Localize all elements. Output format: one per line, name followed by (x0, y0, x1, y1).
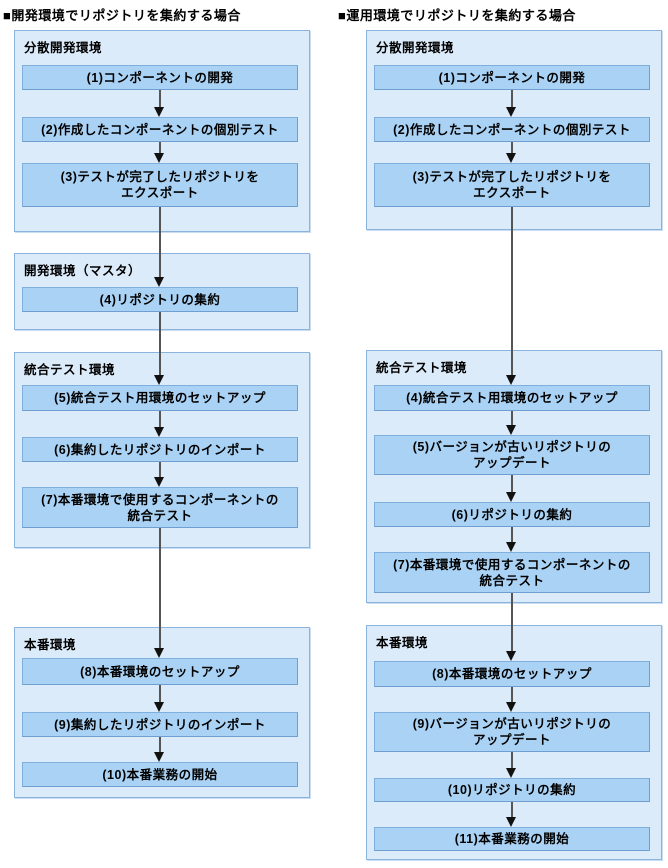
environment-section-label: 分散開発環境 (376, 41, 455, 55)
arrowhead-icon (153, 427, 164, 437)
column-title-dev-environment: ■開発環境でリポジトリを集約する場合 (3, 8, 241, 23)
step-box: (5)バージョンが古いリポジトリのアップデート (374, 435, 650, 475)
step-label: (1)コンポーネントの開発 (438, 70, 586, 85)
step-box: (9)集約したリポジトリのインポート (22, 712, 298, 737)
step-box: (10)本番業務の開始 (22, 762, 298, 787)
arrowhead-icon (153, 702, 164, 712)
step-box: (8)本番環境のセットアップ (374, 661, 650, 687)
step-box: (7)本番環境で使用するコンポーネントの統合テスト (374, 552, 650, 593)
arrow-connector (159, 90, 161, 109)
environment-section-label: 分散開発環境 (24, 41, 103, 55)
arrow-connector (159, 528, 161, 650)
step-label: (10)本番業務の開始 (102, 767, 218, 782)
arrowhead-icon (505, 425, 516, 435)
step-label: アップデート (472, 456, 551, 470)
step-box: (6)集約したリポジトリのインポート (22, 437, 298, 462)
step-box: (6)リポジトリの集約 (374, 502, 650, 527)
step-label: (7)本番環境で使用するコンポーネントの (393, 557, 631, 572)
arrowhead-icon (153, 277, 164, 287)
step-box: (9)バージョンが古いリポジトリのアップデート (374, 712, 650, 752)
arrowhead-icon (153, 375, 164, 385)
arrow-connector (511, 411, 513, 427)
arrow-connector (511, 142, 513, 155)
step-box: (2)作成したコンポーネントの個別テスト (22, 117, 298, 142)
environment-section-label: 本番環境 (24, 638, 77, 652)
column-title-ops-environment: ■運用環境でリポジトリを集約する場合 (338, 8, 576, 23)
step-label: エクスポート (121, 186, 199, 200)
step-label: (8)本番環境のセットアップ (80, 664, 240, 679)
arrowhead-icon (505, 542, 516, 552)
step-label: アップデート (472, 733, 551, 747)
step-label: (1)コンポーネントの開発 (86, 70, 234, 85)
arrowhead-icon (153, 752, 164, 762)
arrowhead-icon (505, 492, 516, 502)
arrowhead-icon (505, 375, 516, 385)
arrow-connector (159, 142, 161, 155)
step-label: (4)統合テスト用環境のセットアップ (406, 391, 618, 405)
step-box: (4)リポジトリの集約 (22, 287, 298, 312)
arrow-connector (159, 685, 161, 704)
environment-section-label: 開発環境（マスタ） (24, 264, 142, 278)
step-label: (4)リポジトリの集約 (99, 292, 221, 307)
step-label: (3)テストが完了したリポジトリを (412, 170, 612, 184)
step-label: (9)集約したリポジトリのインポート (54, 717, 266, 732)
step-label: 統合テスト (127, 508, 193, 523)
arrow-connector (511, 207, 513, 377)
arrow-connector (511, 593, 513, 653)
arrow-connector (159, 207, 161, 279)
arrowhead-icon (505, 702, 516, 712)
step-box: (4)統合テスト用環境のセットアップ (374, 385, 650, 411)
step-box: (8)本番環境のセットアップ (22, 658, 298, 685)
arrowhead-icon (505, 107, 516, 117)
step-label: (9)バージョンが古いリポジトリの (412, 717, 612, 731)
step-box: (11)本番業務の開始 (374, 827, 650, 851)
step-label: (5)バージョンが古いリポジトリの (412, 440, 612, 454)
step-box: (1)コンポーネントの開発 (22, 65, 298, 90)
arrow-connector (511, 90, 513, 109)
arrowhead-icon (153, 153, 164, 163)
step-box: (2)作成したコンポーネントの個別テスト (374, 117, 650, 142)
step-box: (5)統合テスト用環境のセットアップ (22, 385, 298, 411)
step-label: (7)本番環境で使用するコンポーネントの (41, 492, 279, 507)
step-label: (10)リポジトリの集約 (447, 783, 577, 797)
arrowhead-icon (505, 817, 516, 827)
arrow-connector (511, 752, 513, 770)
step-label: (6)リポジトリの集約 (451, 507, 573, 522)
arrow-connector (159, 312, 161, 377)
step-label: (2)作成したコンポーネントの個別テスト (41, 122, 279, 137)
arrowhead-icon (153, 477, 164, 487)
step-box: (3)テストが完了したリポジトリをエクスポート (22, 163, 298, 207)
environment-section-label: 統合テスト環境 (24, 363, 116, 377)
step-label: (5)統合テスト用環境のセットアップ (54, 391, 266, 405)
environment-section-label: 統合テスト環境 (376, 361, 468, 375)
step-label: 統合テスト (479, 573, 545, 588)
step-box: (10)リポジトリの集約 (374, 778, 650, 802)
arrow-connector (511, 527, 513, 544)
step-label: (8)本番環境のセットアップ (432, 667, 592, 681)
arrowhead-icon (505, 768, 516, 778)
arrow-connector (159, 462, 161, 479)
step-label: (11)本番業務の開始 (454, 832, 570, 846)
arrowhead-icon (153, 107, 164, 117)
arrow-connector (511, 687, 513, 704)
arrow-connector (511, 802, 513, 819)
step-label: エクスポート (473, 186, 551, 200)
step-label: (6)集約したリポジトリのインポート (54, 442, 266, 457)
step-box: (7)本番環境で使用するコンポーネントの統合テスト (22, 487, 298, 528)
step-box: (1)コンポーネントの開発 (374, 65, 650, 90)
arrow-connector (159, 737, 161, 754)
environment-section-label: 本番環境 (376, 636, 429, 650)
arrowhead-icon (153, 648, 164, 658)
arrow-connector (511, 475, 513, 494)
arrow-connector (159, 411, 161, 429)
step-label: (3)テストが完了したリポジトリを (60, 170, 260, 184)
arrowhead-icon (505, 651, 516, 661)
arrowhead-icon (505, 153, 516, 163)
step-label: (2)作成したコンポーネントの個別テスト (393, 122, 631, 137)
step-box: (3)テストが完了したリポジトリをエクスポート (374, 163, 650, 207)
